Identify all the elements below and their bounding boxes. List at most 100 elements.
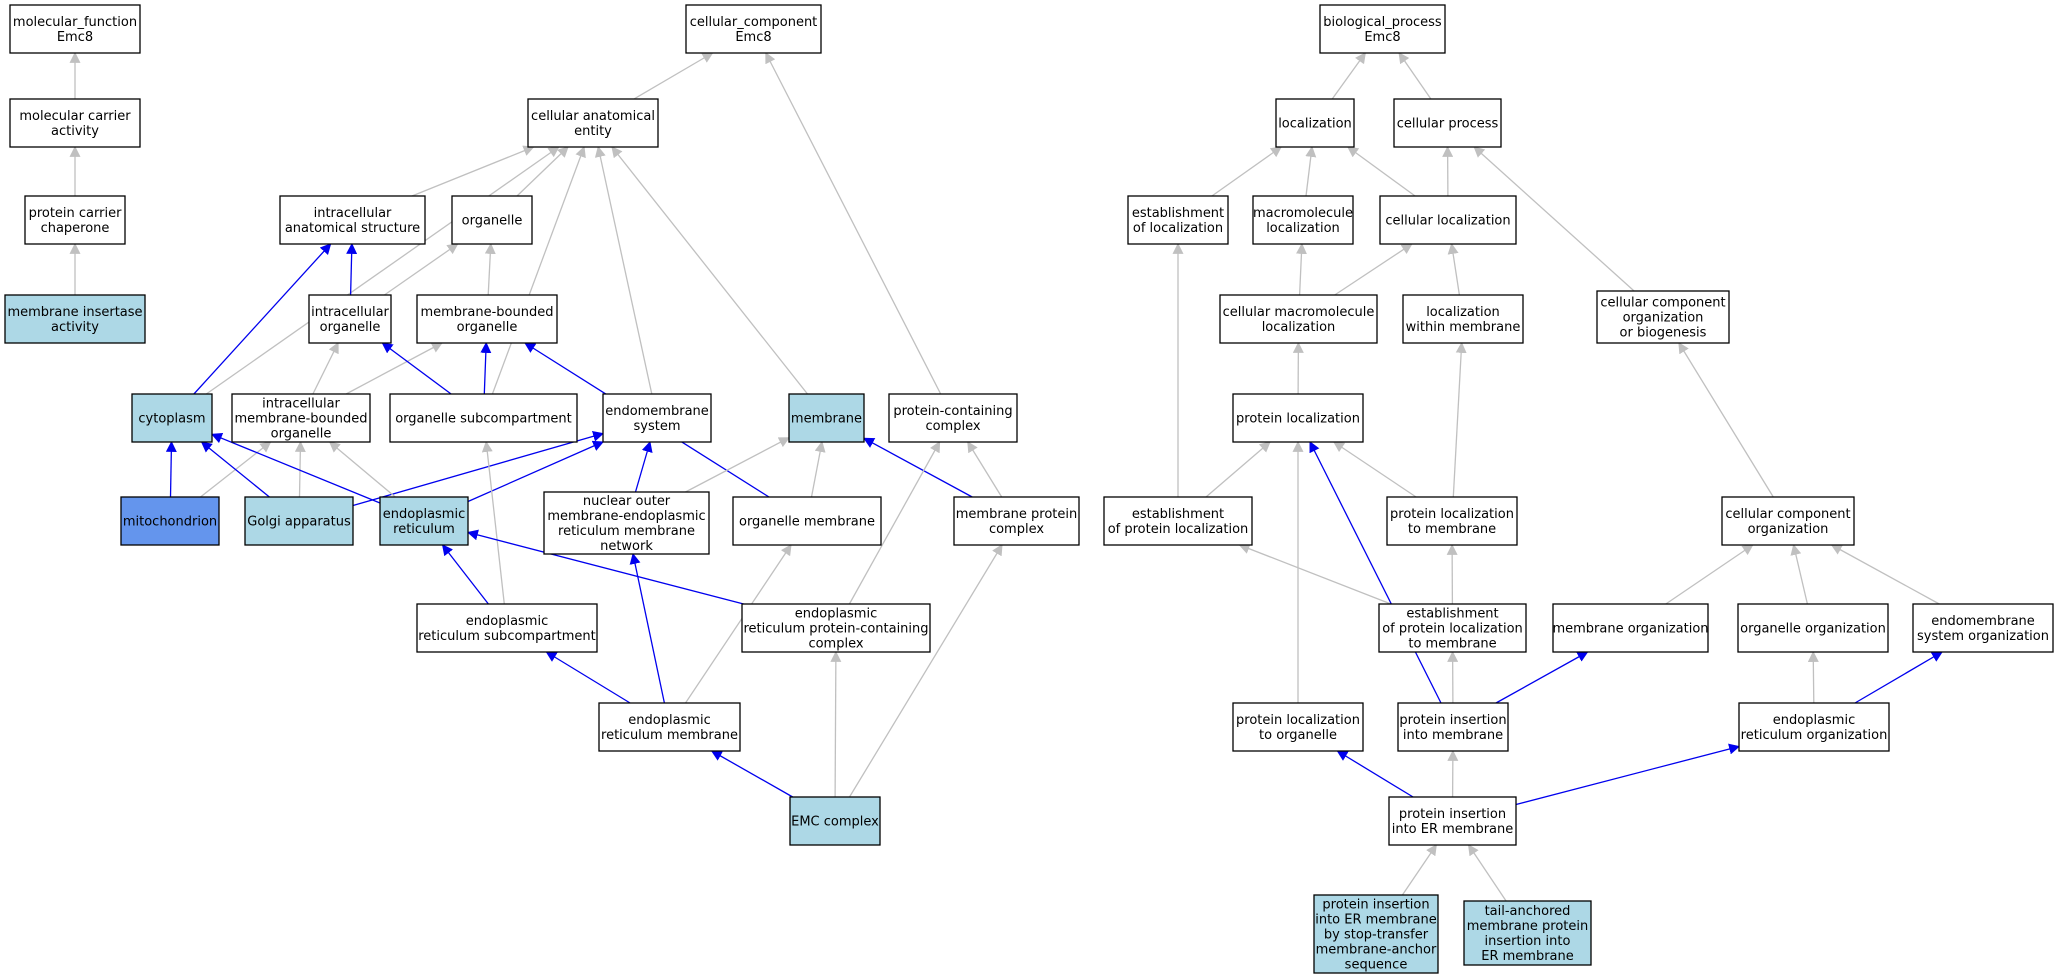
go-term-node-oo[interactable]: organelle organization	[1737, 603, 1889, 653]
node-label-line: protein-containing	[893, 404, 1012, 419]
edge-line	[345, 342, 443, 395]
go-term-node-cyt[interactable]: cytoplasm	[131, 393, 213, 443]
node-label-line: protein localization	[1236, 412, 1360, 427]
go-term-node-om[interactable]: organelle membrane	[732, 496, 882, 546]
node-box	[379, 496, 469, 546]
node-label-line: activity	[51, 320, 99, 335]
edge-line	[1336, 750, 1414, 798]
edge-line	[1515, 743, 1741, 806]
node-label-line: endomembrane	[605, 404, 709, 419]
edge-om-to-mem	[810, 440, 826, 498]
node-label-line: establishment	[1132, 507, 1224, 522]
edge-eol-to-loc	[1211, 146, 1282, 197]
edge-line	[1295, 242, 1307, 296]
node-label-line: molecular_function	[13, 15, 137, 30]
node-box	[131, 393, 213, 443]
node-box	[1397, 702, 1509, 752]
node-label-line: organelle membrane	[739, 515, 875, 530]
go-term-node-mem[interactable]: membrane	[788, 393, 865, 443]
go-term-node-cl[interactable]: cellular localization	[1379, 195, 1517, 245]
node-label-line: membrane-bounded	[234, 412, 367, 427]
edge-oo-to-cco	[1790, 543, 1809, 605]
edge-line	[1854, 651, 1943, 704]
edge-line	[1332, 441, 1417, 498]
go-term-node-cp[interactable]: cellular process	[1393, 98, 1502, 148]
edge-line	[1452, 341, 1467, 498]
edge-line	[1665, 544, 1754, 605]
edge-line	[1807, 650, 1819, 704]
edge-golgi-to-ems	[352, 430, 605, 507]
go-term-node-nom[interactable]: nuclear outermembrane-endoplasmicreticul…	[543, 491, 710, 555]
edge-cl-to-loc	[1347, 146, 1416, 197]
edge-line	[1309, 441, 1442, 704]
node-label-line: system organization	[1917, 629, 2049, 644]
node-label-line: within membrane	[1406, 320, 1521, 335]
node-box	[1596, 290, 1730, 344]
node-label-line: cytoplasm	[138, 412, 205, 427]
edge-line	[210, 432, 381, 504]
node-box	[120, 496, 220, 546]
go-term-node-osc[interactable]: organelle subcompartment	[389, 393, 578, 443]
edge-line	[1398, 52, 1432, 100]
edge-mpc-to-pcx	[967, 441, 1003, 498]
node-label-line: anatomical structure	[285, 221, 420, 236]
edge-ems-to-cae	[594, 145, 653, 395]
node-label-line: organelle	[457, 320, 518, 335]
go-term-node-mo[interactable]: membrane organization	[1552, 603, 1709, 653]
node-label-line: Golgi apparatus	[247, 515, 351, 530]
node-label-line: intracellular	[311, 305, 389, 320]
node-box	[543, 491, 710, 555]
edge-line	[481, 440, 505, 605]
edge-line	[594, 145, 653, 395]
node-label-line: establishment	[1406, 607, 1498, 622]
go-term-node-emc[interactable]: EMC complex	[789, 796, 881, 846]
node-label-line: EMC complex	[791, 815, 879, 830]
node-label-line: complex	[808, 637, 863, 652]
go-term-node-mito[interactable]: mitochondrion	[120, 496, 220, 546]
go-term-node-org[interactable]: organelle	[451, 195, 533, 245]
node-box	[1912, 603, 2054, 653]
go-term-node-loc[interactable]: localization	[1275, 98, 1355, 148]
node-label-line: complex	[989, 522, 1044, 537]
node-label-line: of localization	[1133, 221, 1223, 236]
edge-line	[467, 440, 605, 503]
go-term-node-golgi[interactable]: Golgi apparatus	[244, 496, 354, 546]
node-label-line: tail-anchored	[1485, 904, 1571, 919]
go-term-node-pl[interactable]: protein localization	[1232, 393, 1364, 443]
edge-line	[1331, 52, 1366, 100]
